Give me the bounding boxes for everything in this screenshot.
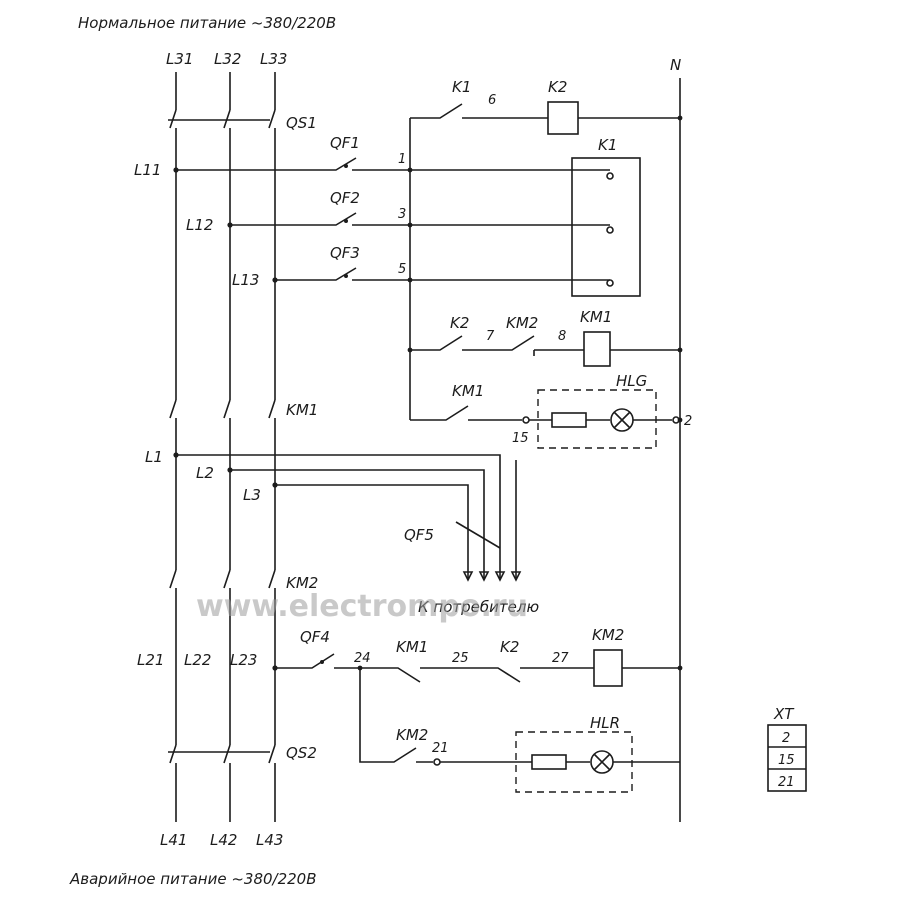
label-neutral: N <box>670 56 681 74</box>
label-l22: L22 <box>184 651 211 669</box>
phase-bus-lines <box>168 72 681 822</box>
node-27: 27 <box>552 651 569 666</box>
k1-relay-box <box>571 157 641 297</box>
label-km2-coil: KM2 <box>592 626 624 644</box>
label-l3: L3 <box>243 486 261 504</box>
label-qf2: QF2 <box>330 189 360 207</box>
node-7: 7 <box>486 329 495 344</box>
xt-terminal-21: 21 <box>778 775 795 790</box>
xt-terminal-15: 15 <box>778 753 795 768</box>
hlr-branch <box>359 668 680 793</box>
label-l33: L33 <box>260 50 287 68</box>
node-6: 6 <box>488 93 496 108</box>
label-l1: L1 <box>145 448 163 466</box>
node-24: 24 <box>354 651 371 666</box>
xt-title: XT <box>773 705 795 723</box>
label-l23: L23 <box>230 651 257 669</box>
km2-coil-branch <box>275 649 680 687</box>
label-l11: L11 <box>134 161 161 179</box>
label-l42: L42 <box>210 831 237 849</box>
label-km1-main: KM1 <box>286 401 318 419</box>
label-km1-coil: KM1 <box>580 308 612 326</box>
label-k1-relay: K1 <box>598 136 617 154</box>
node-8: 8 <box>558 329 566 344</box>
label-hlr: HLR <box>590 714 620 732</box>
node-21: 21 <box>432 741 449 756</box>
label-km2-contact2: KM2 <box>396 726 428 744</box>
label-qf5: QF5 <box>404 526 434 544</box>
label-l32: L32 <box>214 50 241 68</box>
label-qs1: QS1 <box>286 114 317 132</box>
watermark: www.electrompo.ru <box>196 589 528 624</box>
label-km1-contact2: KM1 <box>396 638 428 656</box>
label-k1-contact: K1 <box>452 78 471 96</box>
node-1: 1 <box>398 152 406 167</box>
label-qf4: QF4 <box>300 628 330 646</box>
label-k2-contact: K2 <box>450 314 469 332</box>
label-l43: L43 <box>256 831 283 849</box>
label-km1-contact: KM1 <box>452 382 484 400</box>
k2-coil-branch <box>409 101 680 420</box>
qf-lines <box>176 157 610 281</box>
terminal-block-xt <box>767 724 807 792</box>
label-l31: L31 <box>166 50 193 68</box>
node-3: 3 <box>398 207 406 222</box>
label-k2-contact2: K2 <box>500 638 519 656</box>
hlg-branch <box>410 389 680 449</box>
label-l21: L21 <box>137 651 164 669</box>
label-k2-coil: K2 <box>548 78 567 96</box>
label-l41: L41 <box>160 831 187 849</box>
xt-terminal-2: 2 <box>782 731 790 746</box>
label-l12: L12 <box>186 216 213 234</box>
label-l13: L13 <box>232 271 259 289</box>
node-5: 5 <box>398 262 406 277</box>
label-qf1: QF1 <box>330 134 360 152</box>
label-km2-contact: KM2 <box>506 314 538 332</box>
label-consumer: К потребителю <box>418 598 539 616</box>
km1-coil-branch <box>410 331 680 367</box>
title-normal-supply: Нормальное питание ~380/220В <box>78 14 336 32</box>
label-qs2: QS2 <box>286 744 317 762</box>
consumer-feed <box>176 454 522 582</box>
node-15: 15 <box>512 431 529 446</box>
node-2: 2 <box>684 414 692 429</box>
title-emergency-supply: Аварийное питание ~380/220В <box>69 870 317 888</box>
label-qf3: QF3 <box>330 244 360 262</box>
label-l2: L2 <box>196 464 214 482</box>
label-hlg: HLG <box>616 372 647 390</box>
node-25: 25 <box>452 651 469 666</box>
junction-dots <box>173 115 683 671</box>
label-km2-main: KM2 <box>286 574 318 592</box>
